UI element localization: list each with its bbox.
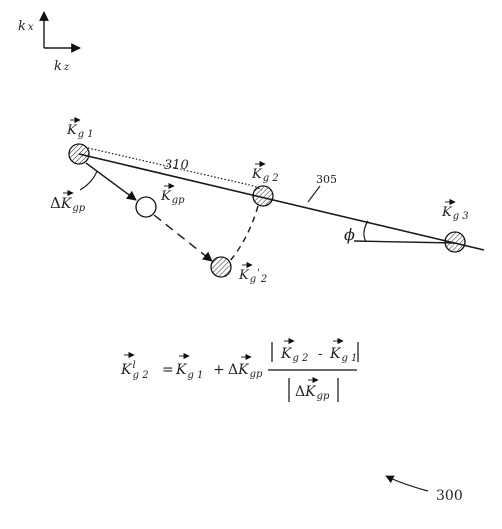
node-kg2-prime [210, 256, 232, 278]
node-kg1 [68, 143, 90, 165]
phi-label: ϕ [344, 225, 355, 244]
ref-label-305: 305 [316, 173, 337, 186]
label-kgp: Kgp [160, 182, 185, 206]
svg-text:Kg 3: Kg 3 [441, 205, 469, 222]
label-kg2: Kg 2 [251, 160, 279, 184]
svg-text:Klg 2: Klg 2 [120, 360, 149, 381]
svg-text:ΔKgp: ΔKgp [295, 384, 330, 402]
svg-text:Kg'2: Kg'2 [238, 268, 267, 285]
dashed-arrow-to-kg2-prime [153, 214, 213, 262]
phi-reference-line [353, 240, 456, 244]
leader-300 [385, 475, 429, 492]
svg-text:ΔKgp: ΔKgp [228, 362, 263, 380]
delta-kgp-arrow [85, 162, 137, 201]
ref-label-300: 300 [436, 488, 463, 504]
svg-text:Kg 1: Kg 1 [175, 362, 203, 381]
label-kg3: Kg 3 [441, 198, 469, 222]
svg-text:-: - [318, 346, 323, 362]
node-kg3 [444, 231, 466, 253]
svg-text:+: + [213, 362, 225, 378]
svg-text:Kg 2: Kg 2 [251, 167, 279, 184]
node-kgp [135, 196, 157, 218]
phi-arc [363, 220, 369, 243]
svg-text:Kg 1: Kg 1 [329, 346, 357, 364]
svg-text:=: = [162, 362, 174, 378]
node-kg2 [252, 185, 274, 207]
dashed-arc-rotation [228, 205, 259, 263]
grating-line-305 [78, 153, 485, 251]
leader-305 [307, 185, 321, 203]
label-kg1: Kg 1 [66, 116, 94, 140]
svg-text:ΔKgp: ΔKgp [50, 194, 86, 214]
ref-label-310: 310 [164, 158, 189, 173]
svg-text:Kg 2: Kg 2 [280, 346, 308, 364]
delta-leader-line [79, 170, 98, 191]
svg-text:Kgp: Kgp [160, 189, 185, 206]
label-delta-kgp: ΔKgp [50, 189, 86, 214]
label-kg2-prime: Kg'2 [238, 261, 267, 285]
svg-text:Kg 1: Kg 1 [66, 123, 94, 140]
